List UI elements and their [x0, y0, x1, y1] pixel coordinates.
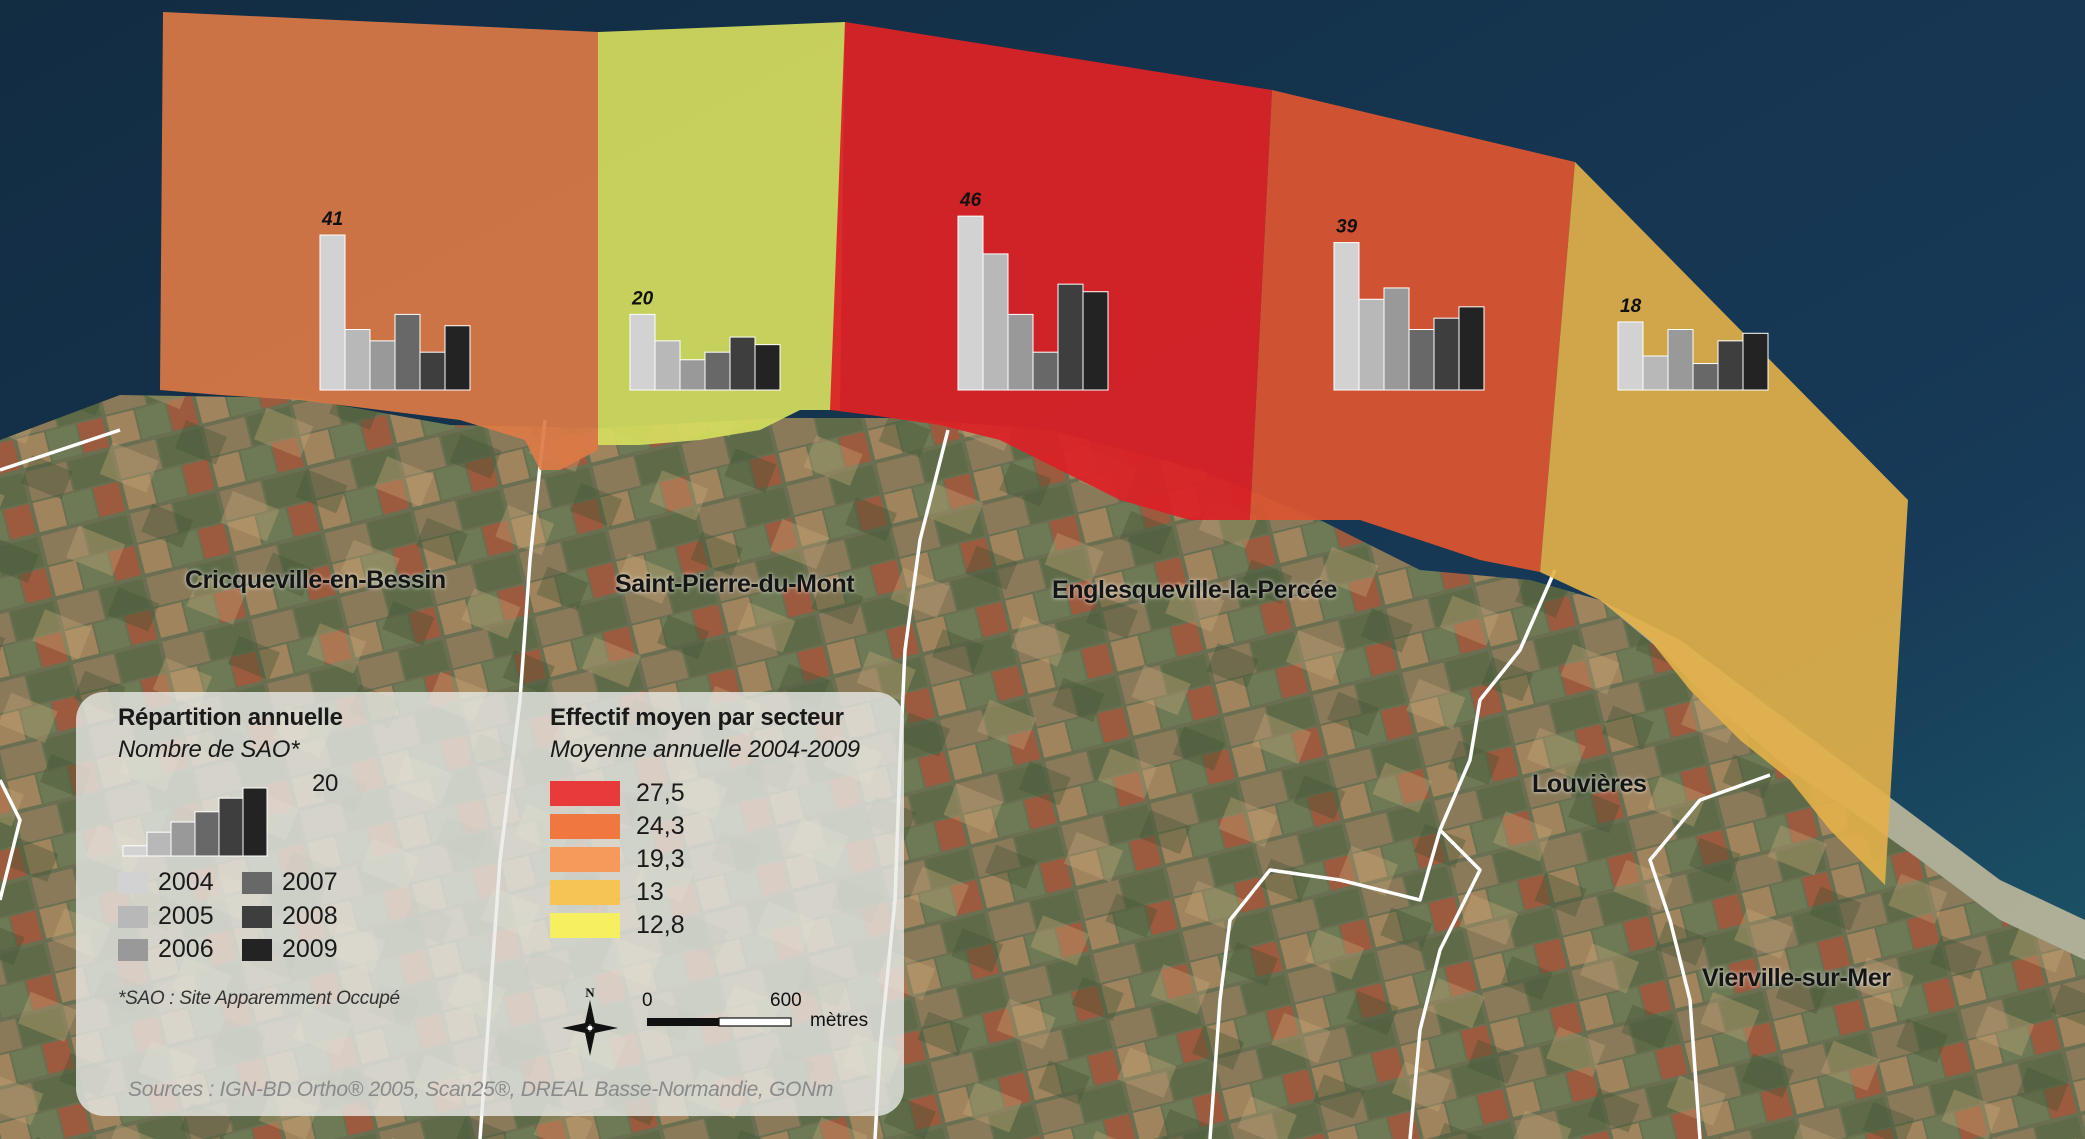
commune-label-vierville: Vierville-sur-Mer	[1702, 964, 1891, 992]
swatch-2007	[242, 871, 272, 894]
scale-bar	[647, 1017, 792, 1027]
bar-sector-1-2006	[369, 340, 396, 391]
sao-footnote: *SAO : Site Apparemment Occupé	[118, 988, 400, 1009]
bar-sector-3-2009	[1082, 291, 1109, 391]
sources-credit: Sources : IGN-BD Ortho® 2005, Scan25®, D…	[128, 1078, 834, 1101]
swatch-2004	[118, 871, 148, 894]
legend-example-chart	[122, 787, 268, 857]
scale-unit: mètres	[810, 1010, 869, 1031]
sector-2[interactable]	[598, 22, 845, 445]
bar-sector-2-2007	[704, 351, 731, 391]
bar-sector-5-2006	[1667, 329, 1694, 391]
sector-chart-5: 18	[1617, 296, 1769, 391]
class-swatch-4	[550, 880, 620, 905]
legend-example-max: 20	[312, 770, 339, 797]
bar-sector-2-2009	[754, 344, 781, 391]
bar-sector-1-2005	[344, 329, 371, 391]
bar-sector-5-2009	[1742, 332, 1769, 391]
bar-sector-3-2006	[1007, 313, 1034, 391]
bar-sector-4-2006	[1383, 287, 1410, 391]
class-swatch-5	[550, 913, 620, 938]
bar-sector-3-2007	[1032, 351, 1059, 391]
commune-label-englesqueville: Englesqueville-la-Percée	[1052, 576, 1337, 604]
class-swatch-3	[550, 847, 620, 872]
legend-bar-2007	[194, 811, 220, 857]
bar-sector-5-2008	[1717, 340, 1744, 391]
bar-sector-3-2008	[1057, 283, 1084, 391]
legend-class-1: 27,5	[550, 779, 685, 808]
legend-bar-2009	[242, 787, 268, 857]
legend-class-4: 13	[550, 878, 664, 907]
legend-panel: Répartition annuelle Nombre de SAO* 20 2…	[76, 692, 904, 1116]
bar-sector-2-2008	[729, 336, 756, 391]
sector-layer	[160, 12, 1908, 885]
bar-sector-4-2007	[1408, 329, 1435, 391]
bar-sector-1-2009	[444, 325, 471, 391]
commune-label-saint-pierre: Saint-Pierre-du-Mont	[615, 570, 855, 598]
swatch-2009	[242, 938, 272, 961]
bar-max-label-sector-3: 46	[959, 190, 982, 211]
legend-year-2006: 2006	[118, 935, 214, 964]
sector-3[interactable]	[830, 22, 1272, 520]
bar-sector-4-2008	[1433, 317, 1460, 391]
legend-year-2004: 2004	[118, 868, 214, 897]
legend-year-2005: 2005	[118, 902, 214, 931]
bar-sector-4-2005	[1358, 298, 1385, 391]
legend-average-subtitle: Moyenne annuelle 2004-2009	[550, 736, 860, 763]
bar-sector-1-2007	[394, 313, 421, 391]
class-swatch-1	[550, 781, 620, 806]
bar-sector-3-2004	[957, 215, 984, 391]
legend-year-2008: 2008	[242, 902, 338, 931]
legend-bar-2006	[170, 821, 196, 857]
sector-chart-4: 39	[1333, 217, 1485, 391]
north-arrow-icon: N	[562, 985, 618, 1056]
bar-sector-2-2005	[654, 340, 681, 391]
swatch-2008	[242, 905, 272, 928]
bar-sector-4-2009	[1458, 306, 1485, 391]
bar-sector-2-2006	[679, 359, 706, 391]
bar-sector-1-2008	[419, 351, 446, 391]
bar-sector-5-2004	[1617, 321, 1644, 391]
swatch-2005	[118, 905, 148, 928]
scale-end: 600	[770, 990, 802, 1011]
bar-sector-5-2007	[1692, 363, 1719, 391]
legend-class-5: 12,8	[550, 911, 685, 940]
commune-label-louvieres: Louvières	[1532, 770, 1647, 798]
legend-bar-2005	[146, 831, 172, 857]
bar-max-label-sector-2: 20	[631, 288, 654, 309]
legend-year-2007: 2007	[242, 868, 338, 897]
bar-sector-4-2004	[1333, 242, 1360, 391]
class-swatch-2	[550, 814, 620, 839]
bar-max-label-sector-4: 39	[1336, 217, 1358, 238]
sector-1[interactable]	[160, 12, 598, 470]
commune-label-cricqueville: Cricqueville-en-Bessin	[185, 566, 446, 594]
bar-sector-1-2004	[319, 234, 346, 391]
sector-chart-3: 46	[957, 190, 1109, 391]
legend-class-2: 24,3	[550, 812, 685, 841]
legend-bar-2008	[218, 797, 244, 857]
north-label: N	[585, 985, 595, 1000]
legend-year-2009: 2009	[242, 935, 338, 964]
bar-sector-3-2005	[982, 253, 1009, 391]
sector-charts: 41 20 46 39 18	[319, 190, 1769, 391]
legend-annual-subtitle: Nombre de SAO*	[118, 736, 300, 763]
legend-class-3: 19,3	[550, 845, 685, 874]
scale-start: 0	[642, 990, 653, 1011]
legend-average-title: Effectif moyen par secteur	[550, 704, 844, 731]
bar-sector-5-2005	[1642, 355, 1669, 391]
legend-annual-title: Répartition annuelle	[118, 704, 343, 731]
swatch-2006	[118, 938, 148, 961]
bar-sector-2-2004	[629, 313, 656, 391]
bar-max-label-sector-5: 18	[1620, 296, 1642, 317]
legend-bar-2004	[122, 845, 148, 857]
bar-max-label-sector-1: 41	[321, 209, 343, 230]
sector-chart-2: 20	[629, 288, 781, 391]
sector-chart-1: 41	[319, 209, 471, 391]
